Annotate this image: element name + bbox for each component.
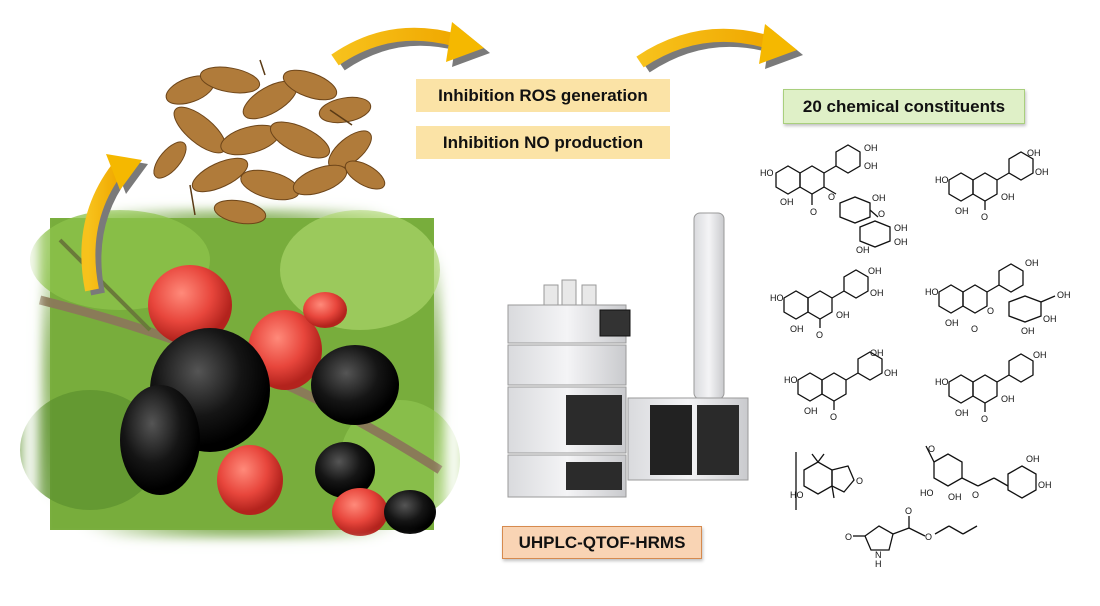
chemical-constituents-label: 20 chemical constituents (783, 89, 1025, 124)
svg-text:O: O (905, 506, 912, 516)
svg-text:HO: HO (760, 168, 774, 178)
svg-text:OH: OH (1001, 192, 1015, 202)
svg-text:O: O (856, 476, 863, 486)
structure-flavonol-rutinoside: HO OH O OH OH O OH O OH OH OH (760, 143, 908, 255)
svg-text:OH: OH (870, 288, 884, 298)
svg-text:OH: OH (790, 324, 804, 334)
svg-text:OH: OH (955, 408, 969, 418)
svg-text:OH: OH (894, 237, 908, 247)
svg-text:OH: OH (864, 143, 878, 153)
svg-text:OH: OH (870, 348, 884, 358)
svg-text:O: O (972, 490, 979, 500)
structure-flavonol-glucoside: HO OH O OH O OH OH OH (925, 258, 1071, 336)
svg-text:OH: OH (1033, 350, 1047, 360)
svg-text:OH: OH (1026, 454, 1040, 464)
svg-text:OH: OH (1021, 326, 1035, 336)
svg-text:OH: OH (1025, 258, 1039, 268)
svg-text:O: O (981, 212, 988, 222)
svg-text:OH: OH (1057, 290, 1071, 300)
svg-text:O: O (925, 532, 932, 542)
svg-text:OH: OH (856, 245, 870, 255)
svg-text:OH: OH (948, 492, 962, 502)
structure-flavonol-1: HO OH O OH OH OH (935, 148, 1049, 222)
svg-text:OH: OH (1038, 480, 1052, 490)
inhibition-ros-label: Inhibition ROS generation (416, 79, 670, 112)
svg-text:OH: OH (1043, 314, 1057, 324)
svg-text:OH: OH (868, 266, 882, 276)
svg-text:OH: OH (884, 368, 898, 378)
instrument-label: UHPLC-QTOF-HRMS (502, 526, 702, 559)
arrow-to-constituents (636, 24, 803, 73)
svg-text:H: H (875, 559, 882, 569)
svg-text:HO: HO (784, 375, 798, 385)
svg-text:HO: HO (935, 175, 949, 185)
svg-text:HO: HO (790, 490, 804, 500)
inhibition-no-label: Inhibition NO production (416, 126, 670, 159)
svg-text:O: O (810, 207, 817, 217)
svg-text:O: O (830, 412, 837, 422)
svg-text:O: O (987, 306, 994, 316)
structure-flavone: HO OH O OH OH (784, 348, 898, 422)
structure-pyroglutamate: O N H O O (845, 506, 978, 569)
structure-lactone: O HO (790, 452, 863, 510)
svg-text:O: O (816, 330, 823, 340)
svg-text:OH: OH (804, 406, 818, 416)
svg-text:HO: HO (935, 377, 949, 387)
structure-flavanonol: HO OH O OH OH OH (770, 266, 884, 340)
structure-caffeoylquinate: O HO OH O OH OH (920, 444, 1052, 502)
svg-text:O: O (971, 324, 978, 334)
svg-text:OH: OH (894, 223, 908, 233)
svg-text:N: N (875, 550, 882, 560)
svg-text:OH: OH (1001, 394, 1015, 404)
svg-text:OH: OH (945, 318, 959, 328)
svg-text:O: O (981, 414, 988, 424)
svg-text:O: O (845, 532, 852, 542)
arrow-up (81, 154, 148, 296)
arrow-to-bioactivity (331, 22, 490, 71)
svg-text:OH: OH (836, 310, 850, 320)
svg-text:O: O (928, 444, 935, 454)
svg-text:HO: HO (925, 287, 939, 297)
svg-text:O: O (828, 192, 835, 202)
svg-text:OH: OH (955, 206, 969, 216)
structure-flavonol-2: HO OH O OH OH (935, 350, 1047, 424)
svg-text:OH: OH (780, 197, 794, 207)
svg-text:OH: OH (864, 161, 878, 171)
svg-text:OH: OH (872, 193, 886, 203)
svg-text:OH: OH (1027, 148, 1041, 158)
svg-text:OH: OH (1035, 167, 1049, 177)
svg-text:HO: HO (920, 488, 934, 498)
svg-text:HO: HO (770, 293, 784, 303)
svg-text:O: O (878, 209, 885, 219)
